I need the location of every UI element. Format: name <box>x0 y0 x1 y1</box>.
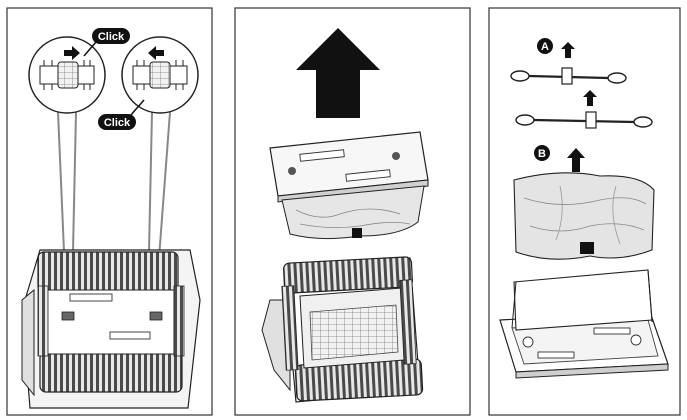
badge-a-label: A <box>541 41 549 53</box>
arrow-left-icon <box>148 46 164 60</box>
filter-bag <box>281 185 425 240</box>
arrow-up-small-icon-2 <box>583 90 597 106</box>
panel-3: A B <box>488 7 681 416</box>
lift-up-arrow-icon <box>296 28 380 118</box>
badge-a: A <box>537 38 553 54</box>
arrow-up-small-icon <box>561 42 575 58</box>
filter-tray <box>499 269 669 379</box>
badge-b-label: B <box>538 148 546 160</box>
callout-right-label: Click <box>104 117 131 129</box>
magnifier-right <box>121 36 199 114</box>
magnifier-left <box>28 36 106 114</box>
callout-right: Click <box>98 99 145 130</box>
badge-b: B <box>534 145 550 161</box>
robot-open-view <box>261 256 424 403</box>
filter-frame-bar-2 <box>515 111 653 129</box>
panel-2 <box>234 7 471 416</box>
arrow-up-medium-icon <box>567 148 585 172</box>
filter-frame-bar-1 <box>510 67 627 85</box>
panel-1: Click Click <box>6 7 213 416</box>
arrow-right-icon <box>64 46 80 60</box>
filter-bag-removed <box>513 172 655 260</box>
robot-top-view <box>21 249 201 409</box>
callout-left-label: Click <box>98 31 125 43</box>
callout-left: Click <box>83 28 130 57</box>
